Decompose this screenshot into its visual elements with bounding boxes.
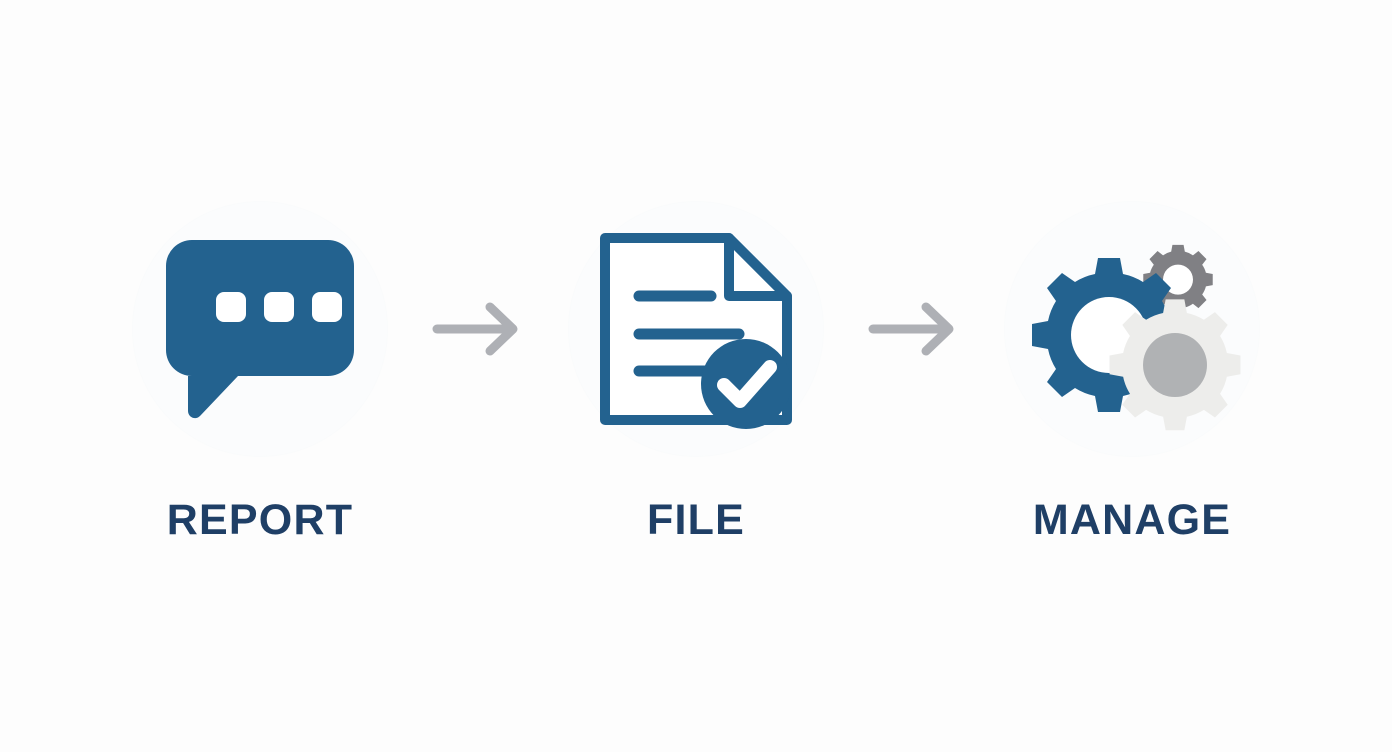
step-label-file: FILE xyxy=(647,495,745,544)
flow-row: REPORT xyxy=(117,200,1275,544)
flow-step-report[interactable]: REPORT xyxy=(117,200,403,544)
gear-medium-light xyxy=(1109,299,1241,431)
arrow-right-icon xyxy=(432,302,518,355)
gears-icon xyxy=(1032,244,1241,431)
step-label-report: REPORT xyxy=(166,495,354,544)
flow-step-file[interactable]: FILE xyxy=(553,200,839,544)
connector-report-to-file xyxy=(403,201,553,457)
flow-step-manage[interactable]: MANAGE xyxy=(989,200,1275,544)
icon-disc-file xyxy=(568,200,824,457)
chat-bubble-icon xyxy=(166,239,354,418)
arrow-right-icon xyxy=(868,302,954,355)
document-check-icon xyxy=(600,232,792,429)
icon-disc-manage xyxy=(1004,200,1260,457)
icon-disc-report xyxy=(132,200,388,457)
connector-file-to-manage xyxy=(839,201,989,457)
step-label-manage: MANAGE xyxy=(1032,495,1232,544)
